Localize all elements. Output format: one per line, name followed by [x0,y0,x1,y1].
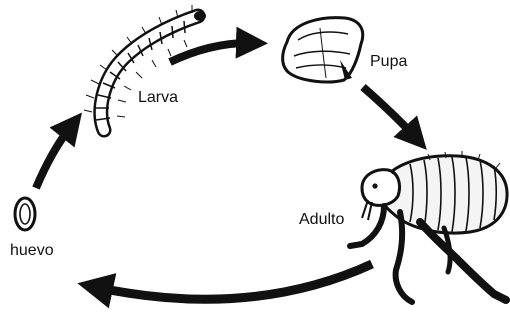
stage-label-larva: Larva [138,90,178,106]
arrow-larva-to-pupa [170,43,252,62]
larva-icon [84,5,206,130]
arrow-egg-to-larva [36,125,72,188]
stage-label-egg: huevo [10,243,54,259]
pupa-icon [283,18,363,82]
stage-label-pupa: Pupa [370,54,407,70]
adult-flea-icon [350,151,507,302]
egg-icon [15,198,35,230]
arrow-adult-to-egg [95,264,372,299]
stage-label-adult: Adulto [299,212,344,228]
arrow-pupa-to-adult [363,87,416,138]
